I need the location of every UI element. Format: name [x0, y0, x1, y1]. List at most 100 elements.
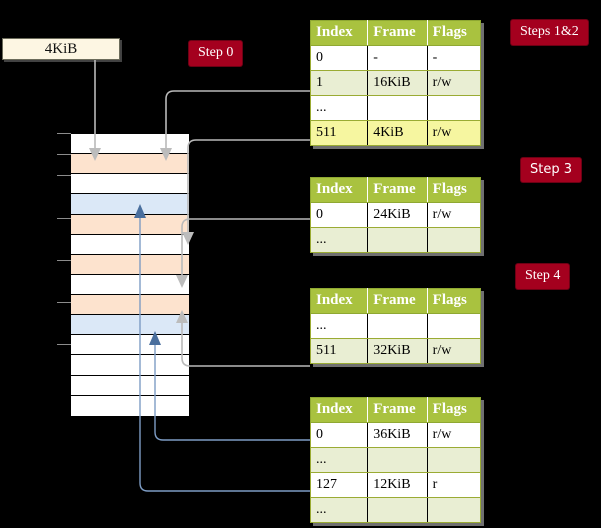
cell-flags: r/w	[426, 338, 482, 364]
column-header-flags: Flags	[426, 288, 482, 314]
memory-frame-row	[71, 194, 189, 215]
cell-frame	[367, 447, 428, 473]
memory-frame-row	[71, 395, 189, 416]
badge-step-3: Step 3	[521, 158, 582, 182]
arrowhead-level1-row1	[160, 148, 172, 161]
cell-frame: 32KiB	[367, 338, 428, 364]
cell-index: 511	[309, 120, 369, 146]
memory-frame-row	[71, 214, 189, 235]
cell-frame: 36KiB	[367, 422, 428, 448]
cell-index: 511	[309, 338, 369, 364]
wire-level3-row511	[181, 323, 310, 367]
memory-tick	[57, 344, 71, 345]
column-header-index: Index	[309, 20, 369, 46]
wire-level2-row0	[181, 218, 310, 275]
column-header-frame: Frame	[367, 288, 428, 314]
memory-tick	[57, 154, 71, 155]
column-header-flags: Flags	[426, 177, 482, 203]
cell-frame	[367, 95, 428, 121]
memory-frame-row	[71, 355, 189, 376]
table-row: 0--	[309, 45, 482, 71]
memory-tick	[57, 175, 71, 176]
badge-step-4: Step 4	[516, 264, 570, 289]
badge-step-3-label: Step 3	[530, 162, 573, 177]
cell-frame: 24KiB	[367, 202, 428, 228]
column-header-index: Index	[309, 288, 369, 314]
cell-flags	[426, 497, 482, 523]
memory-frame-row	[71, 134, 189, 155]
virtual-page-label: 4KiB	[44, 40, 78, 57]
badge-step-0: Step 0	[189, 41, 243, 66]
table-row: ...	[309, 313, 482, 339]
virtual-page-box: 4KiB	[2, 38, 120, 60]
column-header-index: Index	[309, 177, 369, 203]
cell-index: 0	[309, 202, 369, 228]
table-row: ...	[309, 497, 482, 523]
memory-frame-row	[71, 295, 189, 316]
cell-flags: r	[426, 472, 482, 498]
memory-frame-row	[71, 315, 189, 336]
cell-frame: -	[367, 45, 428, 71]
table-row: ...	[309, 447, 482, 473]
memory-tick	[57, 218, 71, 219]
arrowhead-level4-row0	[149, 331, 161, 345]
memory-tick-marks	[57, 133, 71, 415]
memory-frame-row	[71, 174, 189, 195]
cell-index: ...	[309, 313, 369, 339]
wire-level4-row127	[139, 218, 310, 492]
memory-frame-row	[71, 234, 189, 255]
table-row: ...	[309, 227, 482, 253]
badge-steps-1-and-2: Steps 1&2	[511, 20, 588, 45]
physical-memory-column	[70, 133, 190, 416]
arrowhead-level3-row511	[176, 310, 188, 323]
wire-level4-row0	[154, 345, 310, 441]
cell-flags: r/w	[426, 422, 482, 448]
table-row: ...	[309, 95, 482, 121]
badge-step-4-label: Step 4	[525, 268, 561, 283]
cell-index: ...	[309, 497, 369, 523]
memory-frame-row	[71, 154, 189, 175]
memory-frame-row	[71, 274, 189, 295]
memory-frame-row	[71, 375, 189, 396]
column-header-frame: Frame	[367, 397, 428, 423]
arrowhead-pagebox-to-memory	[89, 148, 101, 161]
column-header-frame: Frame	[367, 177, 428, 203]
memory-frame-row	[71, 335, 189, 356]
cell-flags	[426, 313, 482, 339]
column-header-frame: Frame	[367, 20, 428, 46]
cell-frame: 12KiB	[367, 472, 428, 498]
cell-index: 0	[309, 45, 369, 71]
cell-frame	[367, 497, 428, 523]
wire-level1-row1	[165, 90, 310, 148]
column-header-index: Index	[309, 397, 369, 423]
memory-frame-row	[71, 254, 189, 275]
badge-steps-1-and-2-label: Steps 1&2	[520, 24, 579, 39]
memory-tick	[57, 260, 71, 261]
cell-flags	[426, 95, 482, 121]
cell-frame	[367, 313, 428, 339]
cell-index: 127	[309, 472, 369, 498]
arrowhead-level4-row127	[134, 204, 146, 218]
arrowhead-level2-row0	[176, 275, 188, 288]
cell-flags: r/w	[426, 70, 482, 96]
cell-index: ...	[309, 95, 369, 121]
column-header-flags: Flags	[426, 397, 482, 423]
cell-flags: -	[426, 45, 482, 71]
cell-index: 1	[309, 70, 369, 96]
